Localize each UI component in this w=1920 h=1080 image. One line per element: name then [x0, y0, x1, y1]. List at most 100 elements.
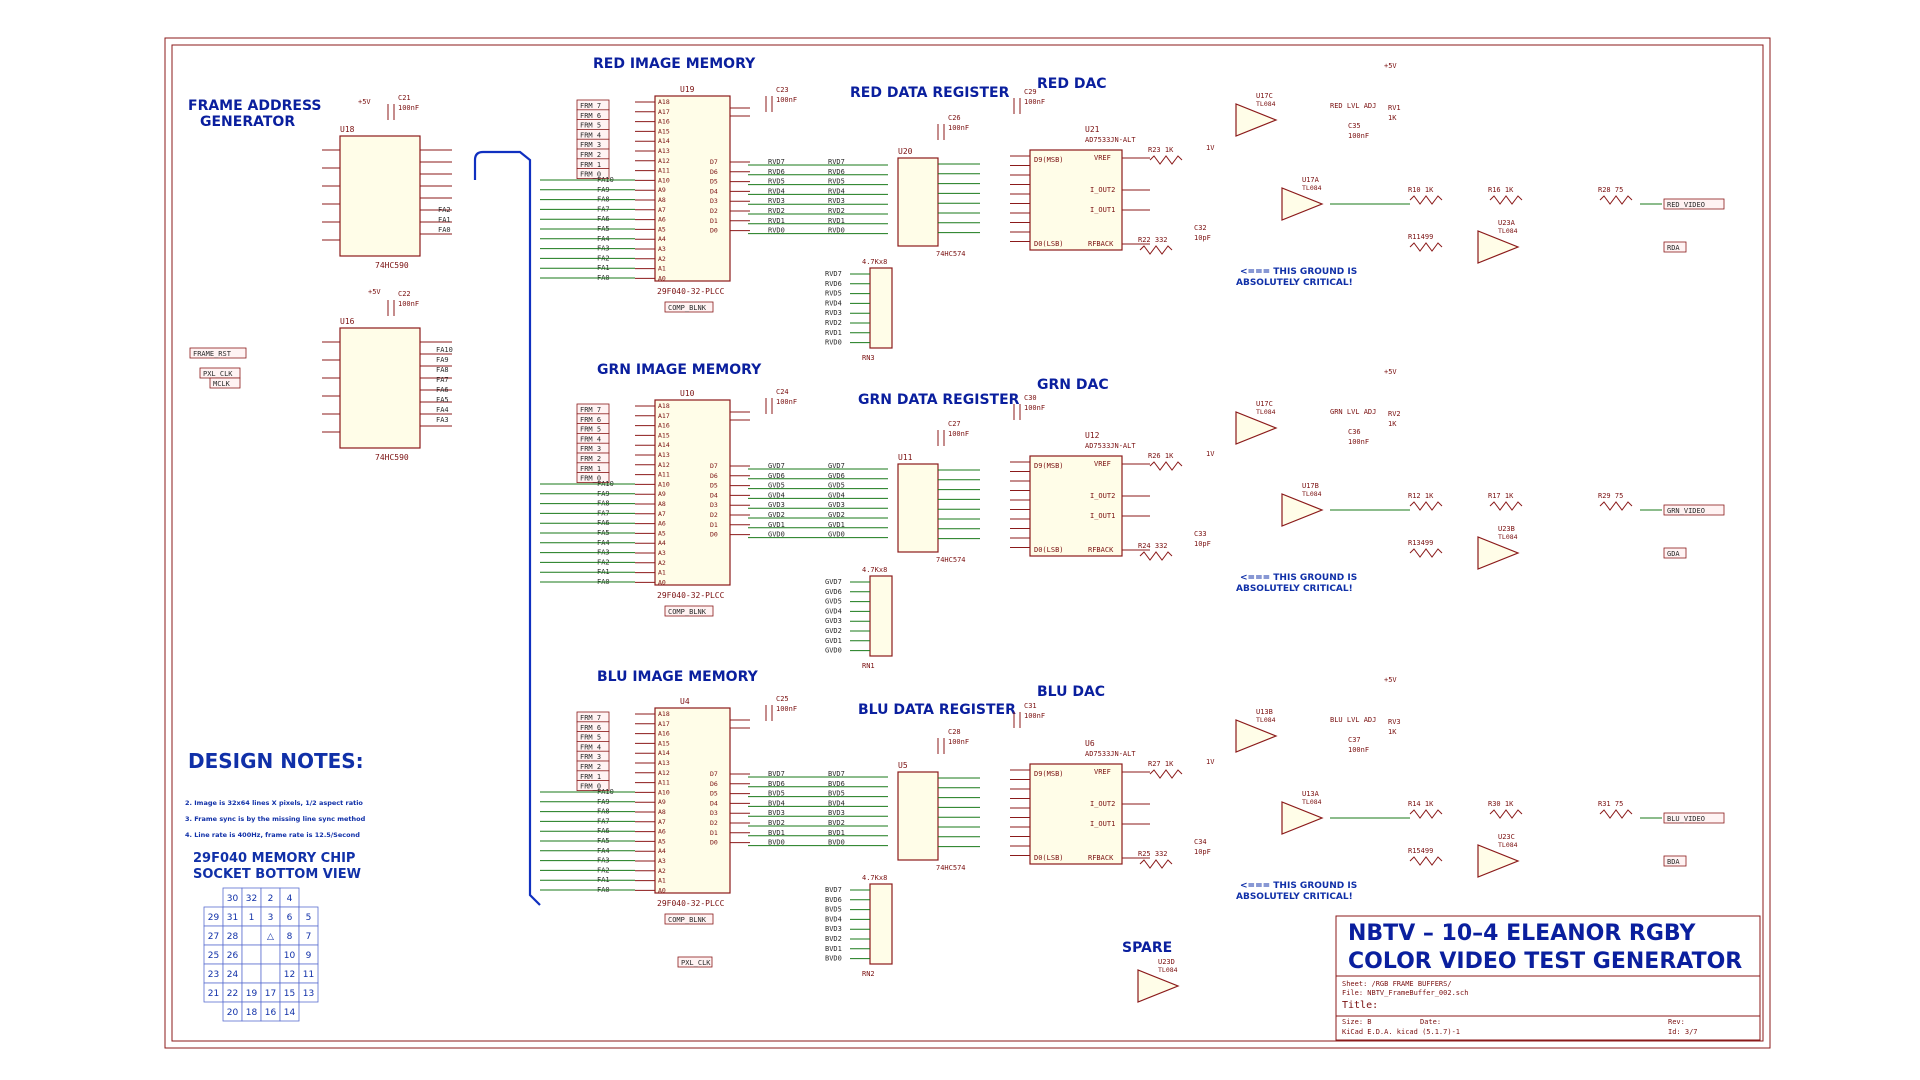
memory-u4-chip [654, 707, 731, 894]
memory-u19-frm-input: FRM_7 [580, 102, 601, 110]
fa-label: FA6 [436, 386, 449, 394]
grn-data-label-2: GVD4 [828, 491, 845, 499]
red-data-label-2: RVD7 [828, 158, 845, 166]
blu-data-label: BVD0 [768, 839, 785, 847]
socket-pin-label: 1 [249, 913, 255, 923]
grn-channel-r-fb-zigzag [1139, 551, 1173, 561]
opamp-u17b-ref: U17B [1302, 482, 1319, 490]
fa-label: FA5 [436, 396, 449, 404]
cap-c25-ref: C25 [776, 695, 789, 703]
opamp-u13a-symbol [1281, 801, 1324, 835]
blu-memory-title: BLU IMAGE MEMORY [597, 669, 759, 685]
blu-channel-video-out-flag [1663, 812, 1725, 824]
grn-channel-r-fb-label: R24 332 [1138, 542, 1168, 550]
resnet-rn2-label: BVD4 [825, 915, 842, 923]
counter-u16-part: 74HC590 [375, 453, 409, 462]
socket-pin-label: 6 [287, 913, 293, 923]
blu-channel-ground-note: <=== THIS GROUND IS [1240, 881, 1357, 891]
blu-channel-c-ref: C37 [1348, 736, 1361, 744]
opamp-u17a-part: TL084 [1302, 184, 1322, 192]
socket-pin-label: 7 [306, 932, 312, 942]
memory-u4-addr-pin: A10 [658, 788, 670, 796]
grn-channel-da-out-flag [1663, 547, 1687, 559]
memory-u4-addr-pin: A14 [658, 749, 670, 757]
memory-u10-addr-pin: A18 [658, 402, 670, 410]
memory-u10-comp-blnk: COMP_BLNK [668, 608, 707, 616]
grn-channel-c-fb: C33 [1194, 530, 1207, 538]
register-u11-ref: U11 [898, 453, 913, 462]
opamp-u23a-ref: U23A [1498, 219, 1516, 227]
fa-label: FA1 [438, 216, 451, 224]
cap-c23-val: 100nF [776, 96, 797, 104]
resnet-rn3-label: RVD0 [825, 339, 842, 347]
red-data-label: RVD0 [768, 227, 785, 235]
memory-u4-addr-pin: A2 [658, 867, 666, 875]
socket-pin-label: △ [267, 932, 274, 942]
blu-data-label: BVD6 [768, 780, 785, 788]
red-channel-r-b-zigzag [1489, 195, 1523, 205]
fa-label: FA0 [438, 226, 451, 234]
resnet-rn2-label: BVD2 [825, 935, 842, 943]
resnet-rn1-body [869, 575, 893, 657]
socket-pin-label: 13 [303, 989, 314, 999]
grn-channel-ground-note: <=== THIS GROUND IS [1240, 573, 1357, 583]
blu-channel-r-b-label: R30 1K [1488, 800, 1514, 808]
red-channel-r-vref-zigzag [1149, 155, 1183, 165]
memory-u19-addr-pin: A0 [658, 274, 666, 282]
memory-u10-addr-pin: A15 [658, 431, 670, 439]
memory-u19-addr-pin: A7 [658, 206, 666, 214]
red-channel-video-out-flag [1663, 198, 1725, 210]
title-kicad: KiCad E.D.A. kicad (5.1.7)-1 [1342, 1028, 1460, 1036]
socket-pin-label: 15 [284, 989, 295, 999]
memory-u19-frm-input: FRM_1 [580, 161, 601, 169]
grn-channel-r-vref-zigzag [1149, 461, 1183, 471]
red-channel-r-fb-zigzag [1139, 245, 1173, 255]
opamp-u17a-ref: U17A [1302, 176, 1320, 184]
socket-pin-label: 18 [246, 1008, 258, 1018]
title-sheet: Sheet: /RGB FRAME BUFFERS/ [1342, 980, 1452, 988]
grn-memory-title: GRN IMAGE MEMORY [597, 362, 762, 378]
red-channel-c-val: 100nF [1348, 132, 1369, 140]
resnet-rn1-label: GVD6 [825, 588, 842, 596]
socket-pin-label: 9 [306, 951, 312, 961]
title-block [1335, 915, 1761, 1041]
title-date: Date: [1420, 1018, 1441, 1026]
socket-title-2: SOCKET BOTTOM VIEW [193, 867, 361, 882]
red-channel-video-out: RED_VIDEO [1667, 201, 1705, 209]
socket-pin-label: 30 [227, 894, 239, 904]
grn-channel-rv-val: 1K [1388, 420, 1397, 428]
memory-u19-addr-pin: A18 [658, 98, 670, 106]
memory-u4-addr-pin: A7 [658, 818, 666, 826]
memory-u19-frm-input: FRM_5 [580, 122, 601, 130]
blu-data-label: BVD7 [768, 770, 785, 778]
memory-u19-addr-pin: A4 [658, 235, 666, 243]
memory-u10-part: 29F040-32-PLCC [657, 591, 725, 600]
memory-u19-addr-pin: A2 [658, 255, 666, 263]
memory-u4-d-pin: D7 [710, 770, 718, 778]
grn-data-label-2: GVD1 [828, 521, 845, 529]
memory-u10-addr-pin: A2 [658, 559, 666, 567]
dac-u6-chip [1029, 763, 1123, 865]
grn-channel-1v: 1V [1206, 450, 1215, 458]
memory-u19-d-pin: D5 [710, 178, 718, 186]
blu-channel-da-out: BDA [1667, 858, 1680, 866]
socket-pin-label: 23 [208, 970, 219, 980]
red-data-label-2: RVD0 [828, 227, 845, 235]
blu-channel-1v: 1V [1206, 758, 1215, 766]
memory-u4-ref: U4 [680, 697, 690, 706]
red-channel-r-ref-zigzag [1409, 242, 1443, 252]
grn-channel-da-out: GDA [1667, 550, 1680, 558]
memory-u4-d-pin: D3 [710, 809, 718, 817]
red-channel-da-out-flag [1663, 241, 1687, 253]
red-channel-r-b-label: R16 1K [1488, 186, 1514, 194]
blu-channel-lvl-adj: BLU LVL ADJ [1330, 716, 1376, 724]
grn-data-label-2: GVD7 [828, 462, 845, 470]
memory-u10-addr-pin: A7 [658, 510, 666, 518]
blu-data-label-2: BVD4 [828, 799, 845, 807]
memory-u19-addr-pin: A11 [658, 167, 670, 175]
dac-u12-part: AD7533JN-ALT [1085, 442, 1136, 450]
cap-c24-val: 100nF [776, 398, 797, 406]
resnet-rn1-val: 4.7Kx8 [862, 566, 887, 574]
opamp-u17c-2-part: TL084 [1256, 408, 1276, 416]
memory-u4-d-pin: D1 [710, 829, 718, 837]
